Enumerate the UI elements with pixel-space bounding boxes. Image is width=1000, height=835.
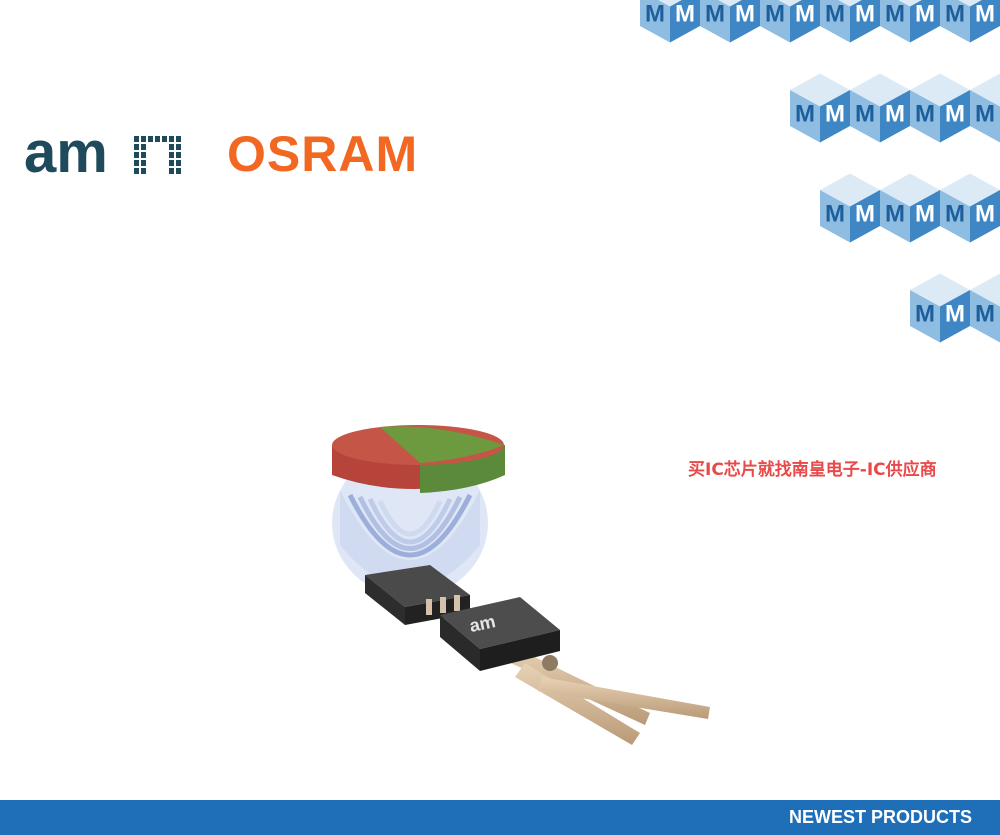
cube-pattern-graphic: MMMMMMMMMMMMMMMMMMMMMMMMMMMMMM [640, 0, 1000, 343]
cube-letter: M [885, 201, 905, 228]
cube-letter: M [735, 1, 755, 28]
cube-letter: M [825, 101, 845, 128]
magnet-disc [332, 425, 505, 493]
ams-logo-dot [169, 136, 174, 142]
ams-logo-dot [169, 144, 174, 150]
cube-letter: M [975, 301, 995, 328]
footer-bar: NEWEST PRODUCTS [0, 800, 1000, 835]
cube-letter: M [705, 1, 725, 28]
ams-logo-dot [134, 136, 139, 142]
ams-logo-dot [134, 160, 139, 166]
ams-logo-dots [134, 136, 181, 174]
cube-letter: M [885, 1, 905, 28]
cube-letter: M [825, 201, 845, 228]
ams-logo-dot [169, 152, 174, 158]
ams-logo-dot [162, 136, 167, 142]
ams-logo-dot [141, 152, 146, 158]
ams-logo-dot [169, 168, 174, 174]
ams-logo-dot [134, 144, 139, 150]
cube-letter: M [885, 101, 905, 128]
sensor-chip-rear [365, 565, 470, 625]
cube-letter: M [945, 201, 965, 228]
sensor-pins [502, 645, 710, 745]
ams-logo-dot [155, 136, 160, 142]
ams-logo-dot [134, 152, 139, 158]
sensor-product-image: am [332, 425, 710, 745]
ams-logo-dot [176, 152, 181, 158]
cube-letter: M [795, 1, 815, 28]
cube-letter: M [645, 1, 665, 28]
cube-tile: MM [970, 273, 1000, 343]
cube-letter: M [825, 1, 845, 28]
cube-letter: M [915, 301, 935, 328]
cube-letter: M [975, 201, 995, 228]
cube-letter: M [915, 1, 935, 28]
ams-logo-dot [141, 136, 146, 142]
cube-letter: M [855, 1, 875, 28]
ams-logo-text: am [24, 126, 108, 182]
cube-letter: M [855, 101, 875, 128]
cube-letter: M [915, 201, 935, 228]
ams-logo-dot [141, 168, 146, 174]
newest-products-label: NEWEST PRODUCTS [788, 807, 972, 827]
cube-tile: MM [970, 73, 1000, 143]
osram-logo: OSRAM [227, 126, 419, 182]
ams-logo-dot [169, 160, 174, 166]
cube-letter: M [945, 1, 965, 28]
cube-letter: M [675, 1, 695, 28]
cube-letter: M [795, 101, 815, 128]
sensor-chip-front: am [440, 597, 560, 671]
ams-logo-dot [141, 144, 146, 150]
cube-letter: M [975, 101, 995, 128]
cube-letter: M [945, 301, 965, 328]
cube-letter: M [975, 1, 995, 28]
ams-logo-dot [141, 160, 146, 166]
ams-logo-dot [176, 136, 181, 142]
cube-letter: M [915, 101, 935, 128]
cube-letter: M [855, 201, 875, 228]
cube-letter: M [945, 101, 965, 128]
watermark-text: 买IC芯片就找南皇电子-IC供应商 [688, 460, 937, 480]
ams-logo: am [24, 126, 181, 182]
ams-logo-dot [176, 160, 181, 166]
cube-letter: M [765, 1, 785, 28]
ams-logo-dot [176, 168, 181, 174]
ams-logo-dot [176, 144, 181, 150]
ams-logo-dot [148, 136, 153, 142]
ams-logo-dot [134, 168, 139, 174]
